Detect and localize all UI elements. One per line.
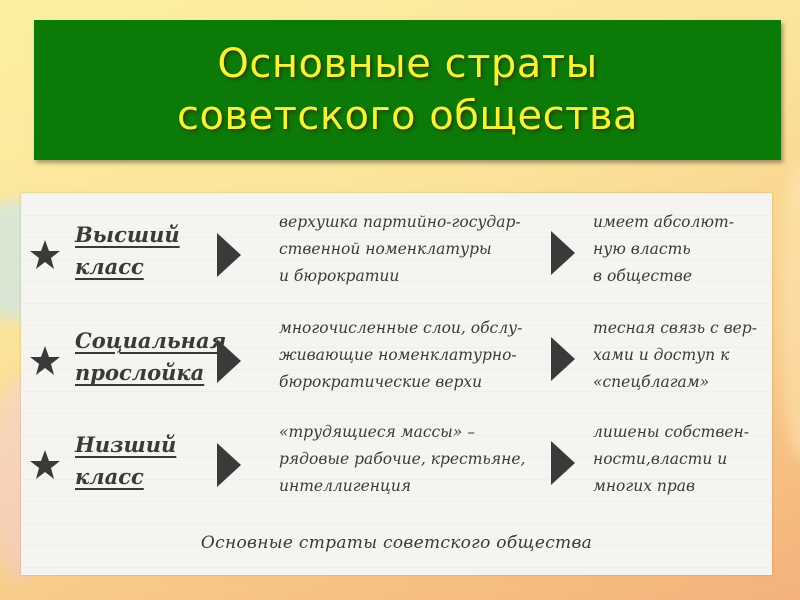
stratum-trait: имеет абсолют- ную власть в обществе [593,209,768,290]
class-label-line: класс [75,464,144,489]
title-banner: Основные страты советского общества [34,20,781,160]
stratum-description: «трудящиеся массы» – рядовые рабочие, кр… [279,419,544,500]
class-label: Низший класс [75,429,225,493]
star-icon [29,239,61,271]
trait-line: ности,власти и [593,450,728,468]
title-line-2: советского общества [176,93,639,139]
class-label-line: прослойка [75,360,205,385]
background-glow [780,160,800,460]
class-label-line: класс [75,254,144,279]
description-line: и бюрократии [279,267,400,285]
class-label-line: Социальная [75,328,227,353]
trait-line: тесная связь с вер- [593,319,757,337]
arrow-right-icon [551,441,575,485]
strata-diagram: Высший класс верхушка партийно-государ- … [21,193,772,575]
description-line: бюрократические верхи [279,373,483,391]
star-icon [29,345,61,377]
title-line-1: Основные страты [217,41,598,87]
description-line: верхушка партийно-государ- [279,213,521,231]
trait-line: лишены собствен- [593,423,749,441]
diagram-caption: Основные страты советского общества [200,533,593,553]
description-line: интеллигенция [279,477,412,495]
arrow-right-icon [217,339,241,383]
trait-line: в обществе [593,267,693,285]
stratum-description: многочисленные слои, обслу- живающие ном… [279,315,544,396]
trait-line: хами и доступ к [593,346,730,364]
arrow-right-icon [551,337,575,381]
trait-line: ную власть [593,240,691,258]
stratum-row-social-layer: Социальная прослойка многочисленные слои… [21,311,772,401]
class-label: Высший класс [75,219,225,283]
description-line: живающие номенклатурно- [279,346,517,364]
star-icon [29,449,61,481]
description-line: многочисленные слои, обслу- [279,319,523,337]
description-line: рядовые рабочие, крестьяне, [279,450,526,468]
arrow-right-icon [551,231,575,275]
class-label-line: Низший [75,432,177,457]
stratum-row-upper-class: Высший класс верхушка партийно-государ- … [21,205,772,295]
description-line: «трудящиеся массы» – [279,423,475,441]
stratum-trait: тесная связь с вер- хами и доступ к «спе… [593,315,768,396]
stratum-row-lower-class: Низший класс «трудящиеся массы» – рядовы… [21,415,772,505]
trait-line: «спецблагам» [593,373,710,391]
stratum-trait: лишены собствен- ности,власти и многих п… [593,419,768,500]
trait-line: многих прав [593,477,696,495]
arrow-right-icon [217,233,241,277]
stratum-description: верхушка партийно-государ- ственной номе… [279,209,544,290]
class-label: Социальная прослойка [75,325,227,389]
description-line: ственной номенклатуры [279,240,492,258]
class-label-line: Высший [75,222,180,247]
trait-line: имеет абсолют- [593,213,734,231]
arrow-right-icon [217,443,241,487]
